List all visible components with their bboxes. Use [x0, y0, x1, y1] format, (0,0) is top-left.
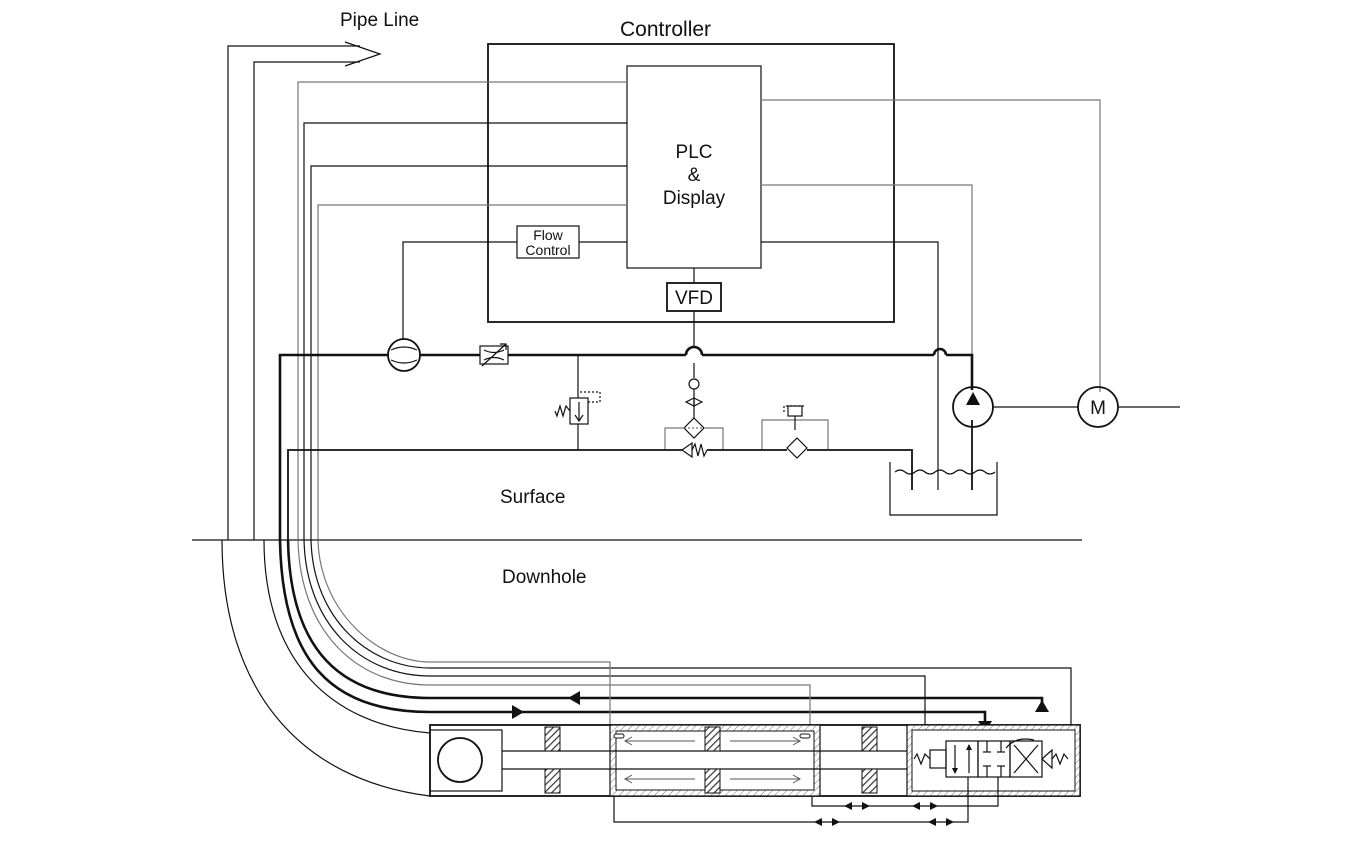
directional-valve-icon [913, 738, 1069, 778]
check-valve-icon [680, 441, 708, 459]
tank-icon [889, 420, 998, 516]
flow-control-label-line2: Control [525, 242, 570, 258]
variable-restrictor-icon [479, 343, 509, 367]
vfd-label: VFD [675, 288, 713, 309]
ball-icon [437, 737, 483, 783]
return-line [287, 449, 913, 540]
pump-icon [952, 386, 994, 428]
pipe-line-label: Pipe Line [340, 10, 419, 31]
downhole-tool [429, 724, 1081, 797]
motor-label: M [1090, 398, 1106, 419]
controller-box [487, 43, 895, 323]
filter-icon [664, 378, 724, 450]
controller-label: Controller [620, 18, 711, 41]
plc-label-line3: Display [663, 188, 726, 209]
signal-wires [297, 81, 1101, 540]
return-filter-icon [761, 405, 829, 459]
surface-label: Surface [500, 487, 565, 508]
bottom-hydraulic-lines [613, 777, 999, 826]
relief-valve-icon [554, 355, 601, 450]
plc-label-line1: PLC [676, 142, 713, 163]
wellbore [221, 539, 431, 797]
flow-control-label-line1: Flow [533, 227, 563, 243]
surface-pressure-line [278, 311, 974, 540]
downhole-label: Downhole [502, 567, 587, 588]
flow-meter-icon [387, 338, 421, 372]
downhole-lines [278, 539, 1072, 732]
pipe-line-arrow [227, 41, 382, 540]
plc-label-line2: & [688, 165, 701, 186]
